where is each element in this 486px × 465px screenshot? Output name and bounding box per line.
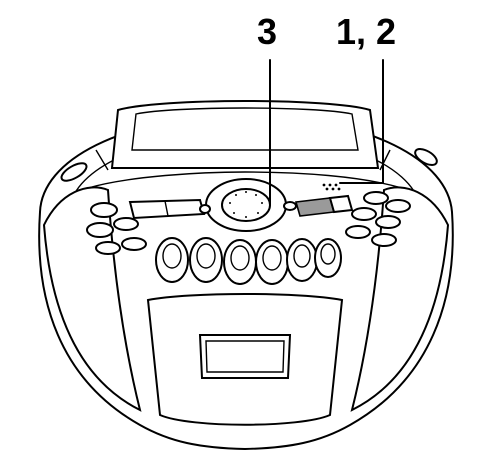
preset-buttons bbox=[155, 237, 342, 285]
function-switch-right-end[interactable] bbox=[328, 194, 354, 214]
cd-lid bbox=[110, 100, 380, 169]
left-carry-slot bbox=[60, 162, 88, 182]
callout-label-1-2: 1, 2 bbox=[336, 11, 397, 52]
right-carry-slot bbox=[414, 148, 438, 166]
cd-lid-window bbox=[131, 107, 359, 151]
preset-button-4[interactable] bbox=[255, 239, 289, 285]
right-button-1[interactable] bbox=[363, 191, 389, 205]
left-button-5[interactable] bbox=[121, 237, 147, 251]
speaker-dots bbox=[322, 183, 341, 191]
right-button-4[interactable] bbox=[375, 215, 401, 229]
small-button-left[interactable] bbox=[199, 204, 211, 214]
preset-button-2[interactable] bbox=[189, 237, 223, 283]
callout-label-3: 3 bbox=[257, 11, 278, 52]
preset-button-6[interactable] bbox=[314, 238, 342, 278]
right-speaker-panel bbox=[350, 186, 450, 412]
handle-right-post bbox=[379, 149, 391, 171]
preset-button-3[interactable] bbox=[223, 239, 257, 285]
control-deck bbox=[87, 171, 403, 189]
right-button-2[interactable] bbox=[385, 199, 411, 213]
preset-button-1[interactable] bbox=[155, 237, 189, 283]
handle-left-post bbox=[95, 149, 109, 171]
left-button-3[interactable] bbox=[113, 217, 139, 231]
right-button-6[interactable] bbox=[371, 233, 397, 247]
leader-line-1-2 bbox=[339, 59, 384, 184]
left-button-4[interactable] bbox=[95, 241, 121, 255]
left-button-1[interactable] bbox=[90, 202, 118, 218]
jog-dial-dots bbox=[229, 191, 263, 218]
display-window-inner bbox=[205, 340, 285, 373]
left-speaker-panel bbox=[42, 186, 142, 412]
display-window bbox=[198, 334, 292, 379]
function-switch-highlighted[interactable] bbox=[294, 197, 336, 217]
left-button-2[interactable] bbox=[86, 222, 114, 238]
right-button-5[interactable] bbox=[345, 225, 371, 239]
small-button-right[interactable] bbox=[283, 201, 297, 211]
right-button-3[interactable] bbox=[351, 207, 377, 221]
preset-button-5[interactable] bbox=[286, 238, 318, 282]
